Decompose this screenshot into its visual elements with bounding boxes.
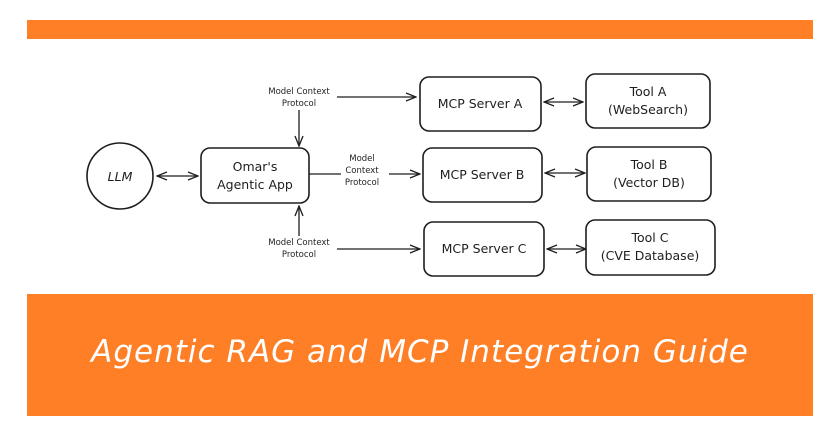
- llm-label: LLM: [108, 169, 133, 184]
- tool-c-label-line1: Tool C: [631, 230, 669, 245]
- top-accent-bar: [27, 20, 813, 39]
- mcp-server-b-label: MCP Server B: [440, 167, 525, 182]
- edge-label-bottom-line1: Model Context: [268, 238, 330, 248]
- llm-node: LLM: [86, 142, 154, 210]
- tool-b-label-line2: (Vector DB): [613, 175, 685, 190]
- agentic-app-label-line2: Agentic App: [217, 177, 293, 192]
- tool-a-node: Tool A (WebSearch): [585, 73, 711, 129]
- tool-c-label-line2: (CVE Database): [601, 248, 700, 263]
- tool-a-label-line2: (WebSearch): [608, 102, 688, 117]
- agentic-app-node: Omar's Agentic App: [200, 147, 310, 204]
- mcp-server-a-label: MCP Server A: [438, 96, 523, 111]
- mcp-architecture-diagram: LLM Omar's Agentic App Model Context Pro…: [86, 73, 716, 277]
- title-banner: Agentic RAG and MCP Integration Guide: [27, 294, 813, 416]
- tool-b-node: Tool B (Vector DB): [586, 146, 712, 202]
- tool-b-label-line1: Tool B: [630, 157, 668, 172]
- tool-c-node: Tool C (CVE Database): [585, 219, 716, 276]
- edge-label-top-line2: Protocol: [282, 99, 316, 109]
- mcp-server-c-label: MCP Server C: [442, 241, 527, 256]
- tool-a-label-line1: Tool A: [629, 84, 667, 99]
- edge-label-top-line1: Model Context: [268, 87, 330, 97]
- edge-label-bottom-line2: Protocol: [282, 250, 316, 260]
- mcp-server-a-node: MCP Server A: [419, 76, 542, 132]
- edge-label-middle-line3: Protocol: [345, 178, 379, 188]
- banner-title: Agentic RAG and MCP Integration Guide: [91, 334, 749, 370]
- edge-label-middle-line1: Model: [349, 154, 375, 164]
- edge-label-middle-line2: Context: [345, 166, 379, 176]
- mcp-server-b-node: MCP Server B: [422, 147, 543, 203]
- mcp-server-c-node: MCP Server C: [423, 221, 545, 277]
- agentic-app-label-line1: Omar's: [233, 159, 278, 174]
